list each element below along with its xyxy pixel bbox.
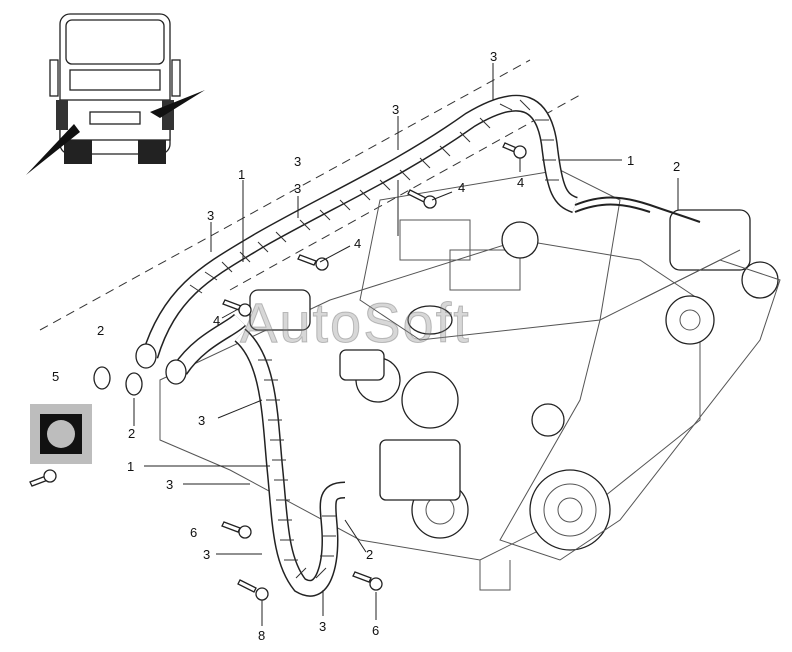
callout-8: 8: [258, 628, 266, 643]
hose-clamps: [93, 366, 143, 396]
wire-harness-right: [574, 196, 701, 223]
callout-1: 1: [238, 167, 246, 182]
bus-rear-view-inset: [26, 13, 205, 175]
corrugated-conduit-lower: [234, 328, 346, 597]
callout-4: 4: [517, 175, 525, 190]
callout-4: 4: [213, 313, 221, 328]
callout-3: 3: [392, 102, 400, 117]
leader-lines: [133, 63, 679, 626]
crankshaft-pulley: [529, 469, 611, 551]
callout-2: 2: [673, 159, 681, 174]
callout-3: 3: [198, 413, 206, 428]
arrow-right-icon: [150, 90, 205, 118]
engine-block: [159, 169, 781, 591]
callout-1: 1: [127, 459, 135, 474]
callout-2: 2: [97, 323, 105, 338]
callout-1: 1: [627, 153, 635, 168]
callout-4: 4: [458, 180, 466, 195]
callout-5: 5: [52, 369, 60, 384]
arrow-left-icon: [26, 124, 80, 175]
callout-3: 3: [294, 154, 302, 169]
callout-3: 3: [490, 49, 498, 64]
callout-6: 6: [372, 623, 380, 638]
callout-2: 2: [128, 426, 136, 441]
alternator: [669, 209, 751, 271]
grommet-part-5: [30, 404, 92, 464]
callout-3: 3: [319, 619, 327, 634]
callout-3: 3: [203, 547, 211, 562]
callout-6: 6: [190, 525, 198, 540]
callout-3: 3: [166, 477, 174, 492]
oil-filter: [401, 371, 459, 429]
callout-3: 3: [207, 208, 215, 223]
callout-3: 3: [294, 181, 302, 196]
callout-4: 4: [354, 236, 362, 251]
reference-lines: [39, 59, 581, 331]
callout-2: 2: [366, 547, 374, 562]
corrugated-conduit-upper: [135, 94, 579, 385]
tensioner-pulley: [665, 295, 715, 345]
